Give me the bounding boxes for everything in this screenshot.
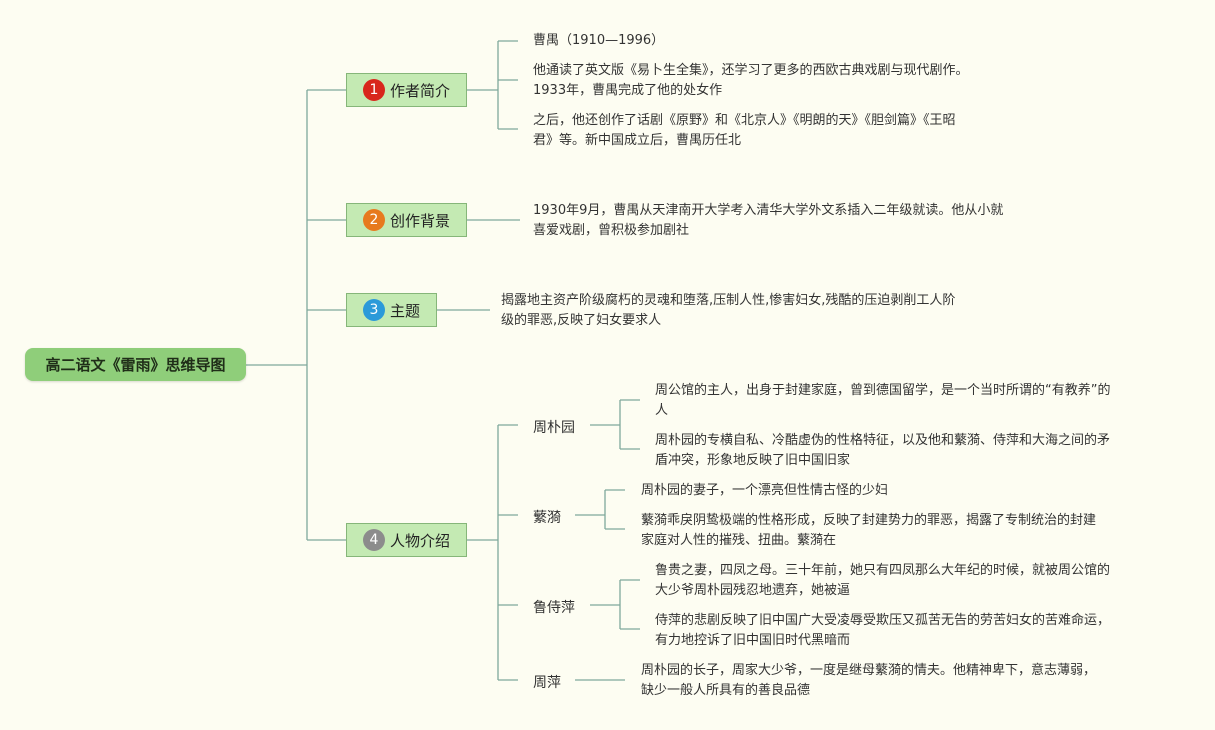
branch-theme[interactable]: 3 主题 <box>346 293 437 327</box>
character-fan-yi[interactable]: 蘩漪 <box>533 510 561 526</box>
note: 他通读了英文版《易卜生全集》，还学习了更多的西欧古典戏剧与现代剧作。 1933年… <box>533 63 969 98</box>
note: 之后，他还创作了话剧《原野》和《北京人》《明朗的天》《胆剑篇》《王昭 君》等。新… <box>533 113 956 148</box>
character-zhou-puyuan[interactable]: 周朴园 <box>533 420 575 436</box>
note: 鲁贵之妻，四凤之母。三十年前，她只有四凤那么大年纪的时候，就被周公馆的 大少爷周… <box>655 563 1111 598</box>
note: 1930年9月，曹禺从天津南开大学考入清华大学外文系插入二年级就读。他从小就 喜… <box>533 203 1004 238</box>
character-zhou-ping[interactable]: 周萍 <box>533 675 561 691</box>
note: 周朴园的妻子，一个漂亮但性情古怪的少妇 <box>641 483 889 498</box>
branch-label: 人物介绍 <box>389 531 450 550</box>
branch-label: 创作背景 <box>389 211 450 230</box>
number-badge-3: 3 <box>362 299 385 321</box>
number-badge-1: 1 <box>362 79 385 101</box>
branch-background[interactable]: 2 创作背景 <box>346 203 467 237</box>
note: 蘩漪乖戾阴鸷极端的性格形成，反映了封建势力的罪恶，揭露了专制统治的封建 家庭对人… <box>641 513 1097 548</box>
note: 侍萍的悲剧反映了旧中国广大受凌辱受欺压又孤苦无告的劳苦妇女的苦难命运， 有力地控… <box>655 613 1111 648</box>
note: 周朴园的专横自私、冷酷虚伪的性格特征，以及他和蘩漪、侍萍和大海之间的矛 盾冲突，… <box>655 433 1111 468</box>
note: 曹禺（1910—1996） <box>533 33 665 48</box>
branch-label: 作者简介 <box>389 81 450 100</box>
note: 周公馆的主人，出身于封建家庭，曾到德国留学，是一个当时所谓的“有教养”的 人 <box>655 383 1111 418</box>
character-lu-shiping[interactable]: 鲁侍萍 <box>533 600 575 616</box>
root-label: 高二语文《雷雨》思维导图 <box>45 356 226 374</box>
branch-author-intro[interactable]: 1 作者简介 <box>346 73 467 107</box>
number-badge-4: 4 <box>362 529 385 551</box>
note: 揭露地主资产阶级腐朽的灵魂和堕落,压制人性,惨害妇女,残酷的压迫剥削工人阶 级的… <box>501 293 956 328</box>
branch-label: 主题 <box>389 301 420 320</box>
number-badge-2: 2 <box>362 209 385 231</box>
branch-characters[interactable]: 4 人物介绍 <box>346 523 467 557</box>
note: 周朴园的长子，周家大少爷，一度是继母蘩漪的情夫。他精神卑下，意志薄弱， 缺少一般… <box>641 663 1097 698</box>
root-node[interactable]: 高二语文《雷雨》思维导图 <box>25 348 246 381</box>
